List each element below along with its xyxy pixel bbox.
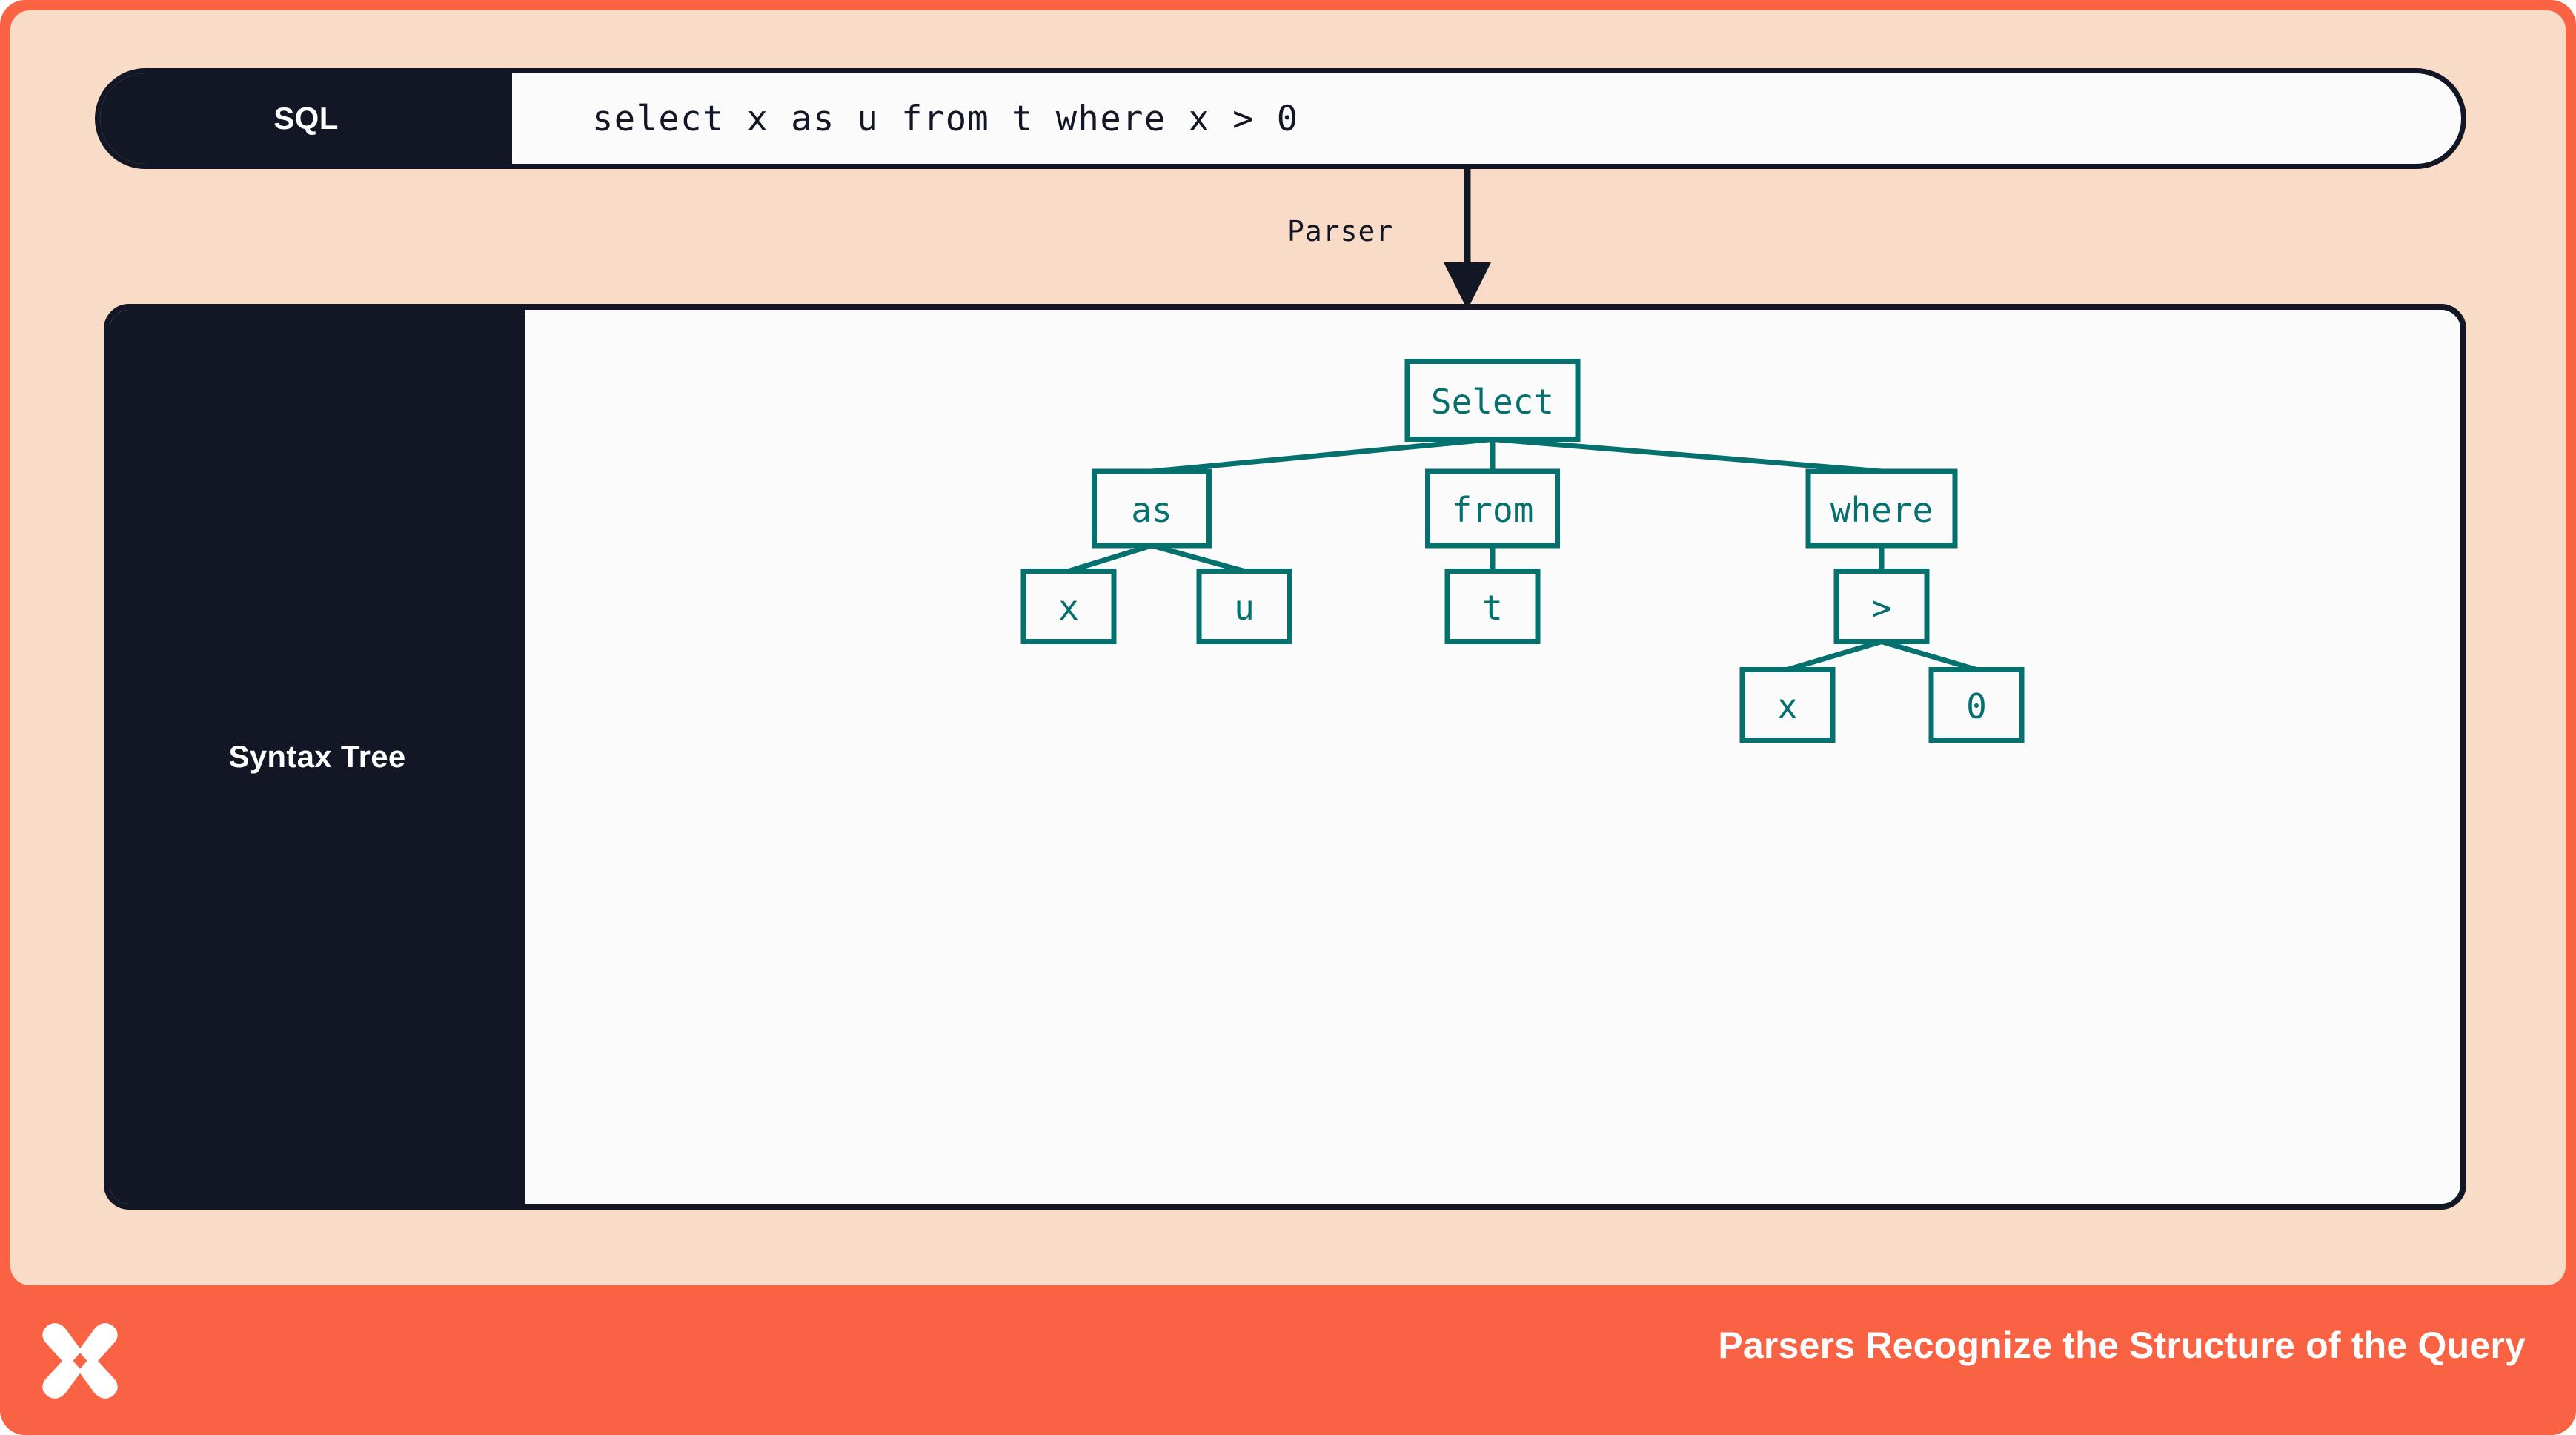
tree-node-layer: Select as from where x u t > x 0 [1020,359,2025,743]
star-butterfly-logo-icon [42,1323,118,1399]
tree-node-label: from [1452,490,1534,530]
tree-node-label: where [1830,490,1933,530]
footer-caption: Parsers Recognize the Structure of the Q… [1718,1325,2526,1366]
tree-node-label: t [1482,588,1503,628]
tree-node-x2[interactable]: x [1739,667,1836,743]
tree-node-zero[interactable]: 0 [1928,667,2025,743]
footer-bar: Parsers Recognize the Structure of the Q… [0,1285,2576,1435]
tree-node-as[interactable]: as [1092,468,1212,549]
tree-node-label: u [1234,588,1255,628]
tree-node-box [1833,569,1930,644]
tree-node-box [1404,359,1581,442]
tree-node-box [1928,667,2025,743]
syntax-tree-label: Syntax Tree [228,739,406,774]
sql-query-text: select x as u from t where x > 0 [592,98,1299,139]
tree-node-label: 0 [1966,686,1987,726]
parser-label: Parser [1287,215,1394,248]
tree-edge-gt-zero [1881,639,1977,672]
tree-node-label: as [1131,490,1172,530]
tree-edge-layer [1067,437,1977,672]
tree-node-box [1805,468,1958,549]
tree-node-box [1092,468,1212,549]
tree-edge-as-u [1151,543,1245,574]
syntax-tree-label-cell: Syntax Tree [110,310,525,1204]
syntax-tree-canvas: Select as from where x u t > x 0 [525,310,2460,1204]
sql-label: SQL [273,101,339,136]
tree-node-box [1739,667,1836,743]
tree-node-box [1196,569,1292,644]
tree-node-where[interactable]: where [1805,468,1958,549]
tree-edge-as-x1 [1067,543,1153,574]
tree-node-box [1444,569,1541,644]
sql-label-cell: SQL [100,73,512,164]
syntax-tree-graph: Select as from where x u t > x 0 [1020,359,2025,743]
tree-node-box [1020,569,1117,644]
tree-edge-gt-x2 [1786,639,1883,672]
tree-node-u[interactable]: u [1196,569,1292,644]
tree-node-t[interactable]: t [1444,569,1541,644]
tree-node-x1[interactable]: x [1020,569,1117,644]
tree-edge-select-as [1151,437,1493,474]
tree-node-label: x [1058,588,1079,628]
tree-edge-select-where [1492,437,1882,474]
tree-node-label: > [1871,588,1892,628]
tree-node-label: Select [1431,382,1554,422]
tree-node-from[interactable]: from [1425,468,1560,549]
syntax-tree-panel: Syntax Tree Select as from where x u t > x 0 [104,304,2466,1210]
sql-input-bar: SQL select x as u from t where x > 0 [95,68,2466,169]
tree-node-gt[interactable]: > [1833,569,1930,644]
sql-query-cell[interactable]: select x as u from t where x > 0 [512,73,2461,164]
tree-node-label: x [1777,686,1798,726]
tree-node-box [1425,468,1560,549]
parser-arrow-icon [1444,169,1491,310]
tree-node-select[interactable]: Select [1404,359,1581,442]
